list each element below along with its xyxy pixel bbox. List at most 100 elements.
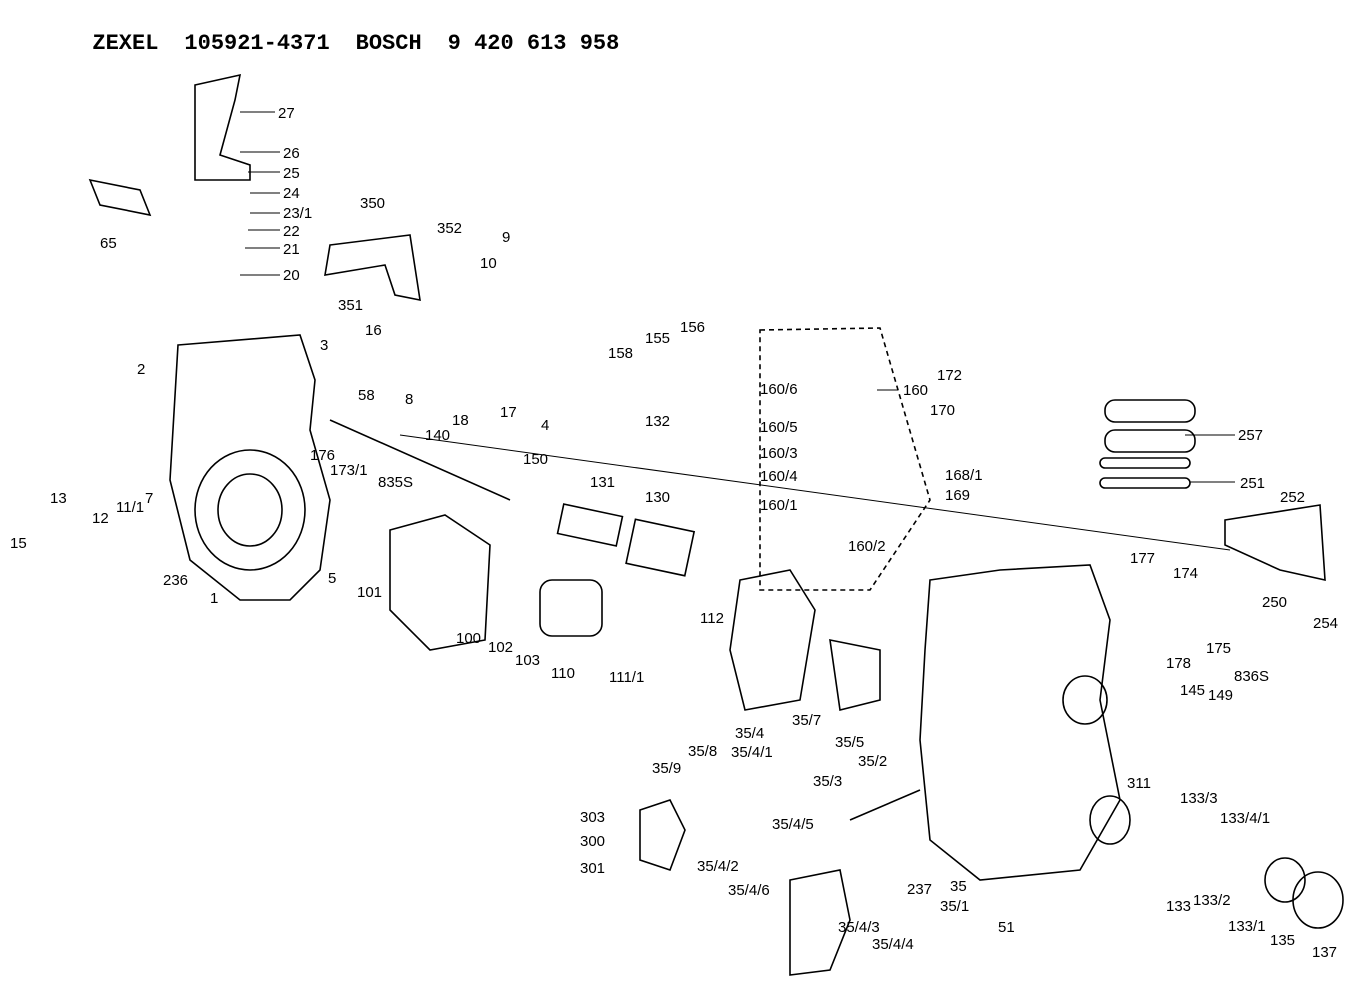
label-12: 12 bbox=[92, 510, 109, 527]
part-outlines bbox=[88, 73, 1344, 976]
label-155: 155 bbox=[645, 330, 670, 347]
label-25: 25 bbox=[283, 165, 300, 182]
label-110: 110 bbox=[551, 665, 575, 682]
part-labels: 27 26 25 24 23/1 22 21 20 65 350 352 351… bbox=[10, 105, 1338, 961]
label-13: 13 bbox=[50, 490, 67, 507]
label-133: 133 bbox=[1166, 898, 1191, 915]
label-22: 22 bbox=[283, 223, 300, 240]
label-170: 170 bbox=[930, 402, 955, 419]
label-351: 351 bbox=[338, 297, 363, 314]
label-149: 149 bbox=[1208, 687, 1233, 704]
label-35: 35 bbox=[950, 878, 967, 895]
label-169: 169 bbox=[945, 487, 970, 504]
label-250: 250 bbox=[1262, 594, 1287, 611]
label-100: 100 bbox=[456, 630, 481, 647]
label-158: 158 bbox=[608, 345, 633, 362]
label-311: 311 bbox=[1127, 775, 1151, 792]
label-11-1: 11/1 bbox=[116, 499, 144, 516]
label-176: 176 bbox=[310, 447, 335, 464]
label-168-1: 168/1 bbox=[945, 467, 983, 484]
label-135: 135 bbox=[1270, 932, 1295, 949]
label-35-4-6: 35/4/6 bbox=[728, 882, 770, 899]
label-8: 8 bbox=[405, 391, 413, 408]
label-177: 177 bbox=[1130, 550, 1155, 567]
label-1: 1 bbox=[210, 590, 218, 607]
label-35-3: 35/3 bbox=[813, 773, 842, 790]
label-160-5: 160/5 bbox=[760, 419, 798, 436]
label-300: 300 bbox=[580, 833, 605, 850]
label-133-3: 133/3 bbox=[1180, 790, 1218, 807]
label-20: 20 bbox=[283, 267, 300, 284]
label-4: 4 bbox=[541, 417, 549, 434]
label-836S: 836S bbox=[1234, 668, 1269, 685]
label-178: 178 bbox=[1166, 655, 1191, 672]
label-350: 350 bbox=[360, 195, 385, 212]
label-172: 172 bbox=[937, 367, 962, 384]
label-132: 132 bbox=[645, 413, 670, 430]
label-140: 140 bbox=[425, 427, 450, 444]
label-150: 150 bbox=[523, 451, 548, 468]
label-5: 5 bbox=[328, 570, 336, 587]
leader-lines bbox=[240, 111, 1235, 551]
label-35-7: 35/7 bbox=[792, 712, 821, 729]
label-103: 103 bbox=[515, 652, 540, 669]
label-254: 254 bbox=[1313, 615, 1338, 632]
label-101: 101 bbox=[357, 584, 382, 601]
label-174: 174 bbox=[1173, 565, 1198, 582]
label-23-1: 23/1 bbox=[283, 205, 312, 222]
label-10: 10 bbox=[480, 255, 497, 272]
label-130: 130 bbox=[645, 489, 670, 506]
label-35-4-2: 35/4/2 bbox=[697, 858, 739, 875]
label-35-5: 35/5 bbox=[835, 734, 864, 751]
label-35-2: 35/2 bbox=[858, 753, 887, 770]
label-236: 236 bbox=[163, 572, 188, 589]
label-35-4: 35/4 bbox=[735, 725, 764, 742]
label-24: 24 bbox=[283, 185, 300, 202]
label-18: 18 bbox=[452, 412, 469, 429]
label-16: 16 bbox=[365, 322, 382, 339]
label-160-4: 160/4 bbox=[760, 468, 798, 485]
label-35-4-1: 35/4/1 bbox=[731, 744, 773, 761]
label-15: 15 bbox=[10, 535, 27, 552]
label-160-3: 160/3 bbox=[760, 445, 798, 462]
label-112: 112 bbox=[700, 610, 724, 627]
label-35-9: 35/9 bbox=[652, 760, 681, 777]
label-175: 175 bbox=[1206, 640, 1231, 657]
part-number-zexel: 105921-4371 bbox=[184, 31, 330, 56]
label-257: 257 bbox=[1238, 427, 1263, 444]
label-3: 3 bbox=[320, 337, 328, 354]
label-111-1: 111/1 bbox=[609, 669, 644, 686]
label-133-2: 133/2 bbox=[1193, 892, 1231, 909]
label-133-4-1: 133/4/1 bbox=[1220, 810, 1270, 827]
label-2: 2 bbox=[137, 361, 145, 378]
label-303: 303 bbox=[580, 809, 605, 826]
label-301: 301 bbox=[580, 860, 605, 877]
label-160-2: 160/2 bbox=[848, 538, 886, 555]
label-26: 26 bbox=[283, 145, 300, 162]
label-252: 252 bbox=[1280, 489, 1305, 506]
label-352: 352 bbox=[437, 220, 462, 237]
label-27: 27 bbox=[278, 105, 295, 122]
brand-bosch: BOSCH bbox=[355, 31, 422, 56]
label-173-1: 173/1 bbox=[330, 462, 368, 479]
label-65: 65 bbox=[100, 235, 117, 252]
label-35-4-3: 35/4/3 bbox=[838, 919, 880, 936]
label-35-1: 35/1 bbox=[940, 898, 969, 915]
label-133-1: 133/1 bbox=[1228, 918, 1266, 935]
label-145: 145 bbox=[1180, 682, 1205, 699]
brand-zexel: ZEXEL bbox=[92, 31, 159, 56]
label-9: 9 bbox=[502, 229, 510, 246]
label-835S: 835S bbox=[378, 474, 413, 491]
label-156: 156 bbox=[680, 319, 705, 336]
label-131: 131 bbox=[590, 474, 615, 491]
label-160-1: 160/1 bbox=[760, 497, 798, 514]
label-35-8: 35/8 bbox=[688, 743, 717, 760]
label-251: 251 bbox=[1240, 475, 1265, 492]
label-17: 17 bbox=[500, 404, 517, 421]
label-7: 7 bbox=[145, 490, 153, 507]
label-35-4-5: 35/4/5 bbox=[772, 816, 814, 833]
label-35-4-4: 35/4/4 bbox=[872, 936, 914, 953]
label-137: 137 bbox=[1312, 944, 1337, 961]
